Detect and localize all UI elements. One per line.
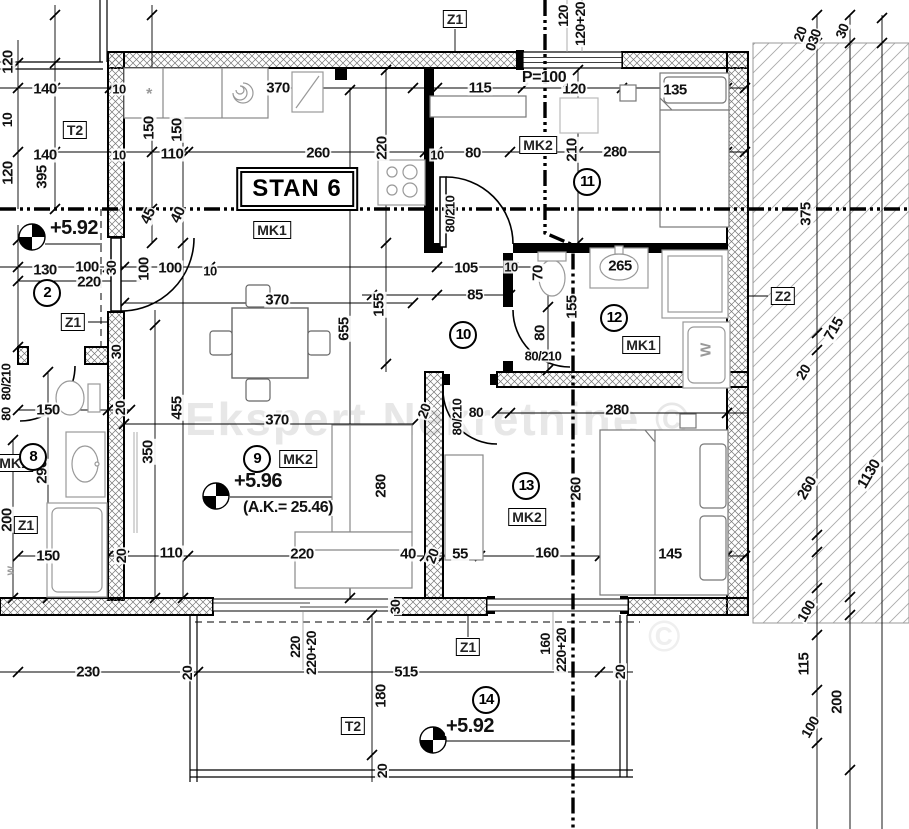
dining-table [209, 284, 331, 402]
windows [212, 51, 629, 612]
wardrobe [444, 454, 484, 561]
watermark-copyright: © [648, 612, 681, 661]
furniture [46, 67, 731, 598]
overhang-dashed-lines [100, 209, 640, 623]
adjacent-zone-hatch [752, 42, 909, 624]
terrace-boundary [0, 0, 633, 782]
stove [377, 159, 426, 206]
apartment-title: STAN 6 [240, 171, 354, 207]
dimension-ticks [7, 9, 888, 776]
bathroom12-fixtures [537, 245, 731, 389]
bed-room13 [599, 413, 729, 596]
kitchen-counter [123, 67, 324, 119]
elevation-markers [18, 223, 447, 754]
bathroom8-fixtures [46, 380, 108, 598]
sofa [294, 424, 413, 589]
